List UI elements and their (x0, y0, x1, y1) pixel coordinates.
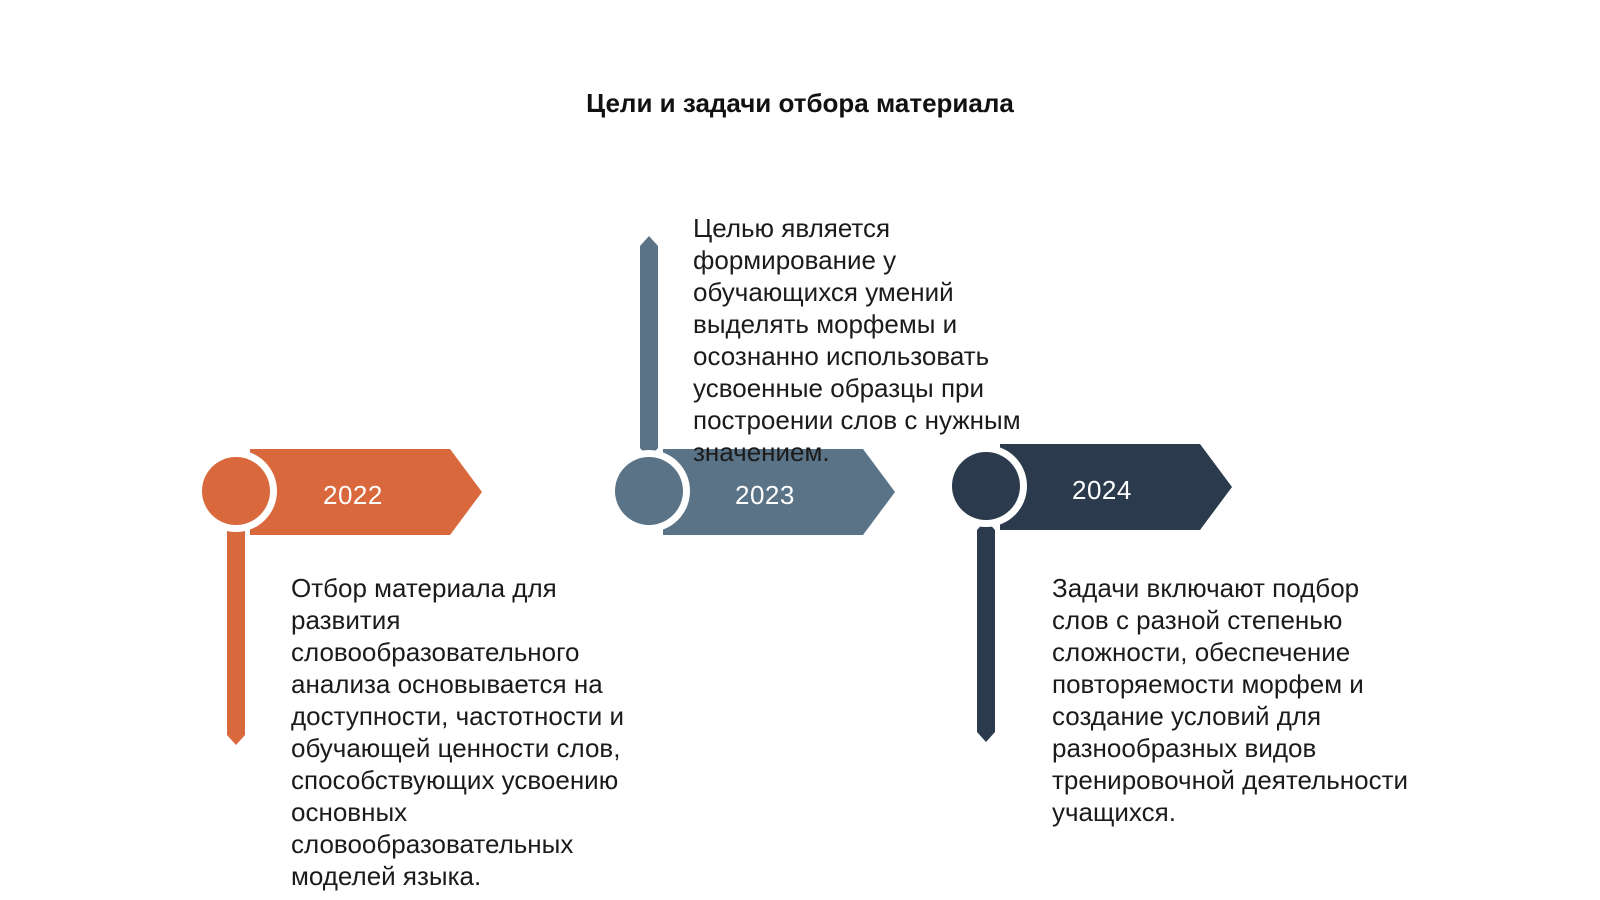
banner-2024: 2024 (1000, 444, 1232, 530)
year-label-2024: 2024 (1072, 475, 1132, 505)
banner-2022: 2022 (250, 449, 482, 535)
page-title: Цели и задачи отбора материала (586, 88, 1014, 118)
stem-2023 (640, 236, 658, 458)
description-2024: Задачи включают подбор слов с разной сте… (1052, 573, 1409, 827)
stem-2022 (227, 520, 245, 745)
banner-2023: 2023 (663, 449, 895, 535)
year-label-2023: 2023 (735, 480, 795, 510)
description-2022: Отбор материала для развития словообразо… (291, 573, 625, 891)
stem-2024 (977, 520, 995, 742)
marker-circle-2023 (608, 450, 690, 532)
marker-circle-2022 (195, 450, 277, 532)
year-label-2022: 2022 (323, 480, 383, 510)
description-2023: Целью является формирование у обучающихс… (693, 213, 1021, 467)
marker-circle-2024 (945, 445, 1027, 527)
